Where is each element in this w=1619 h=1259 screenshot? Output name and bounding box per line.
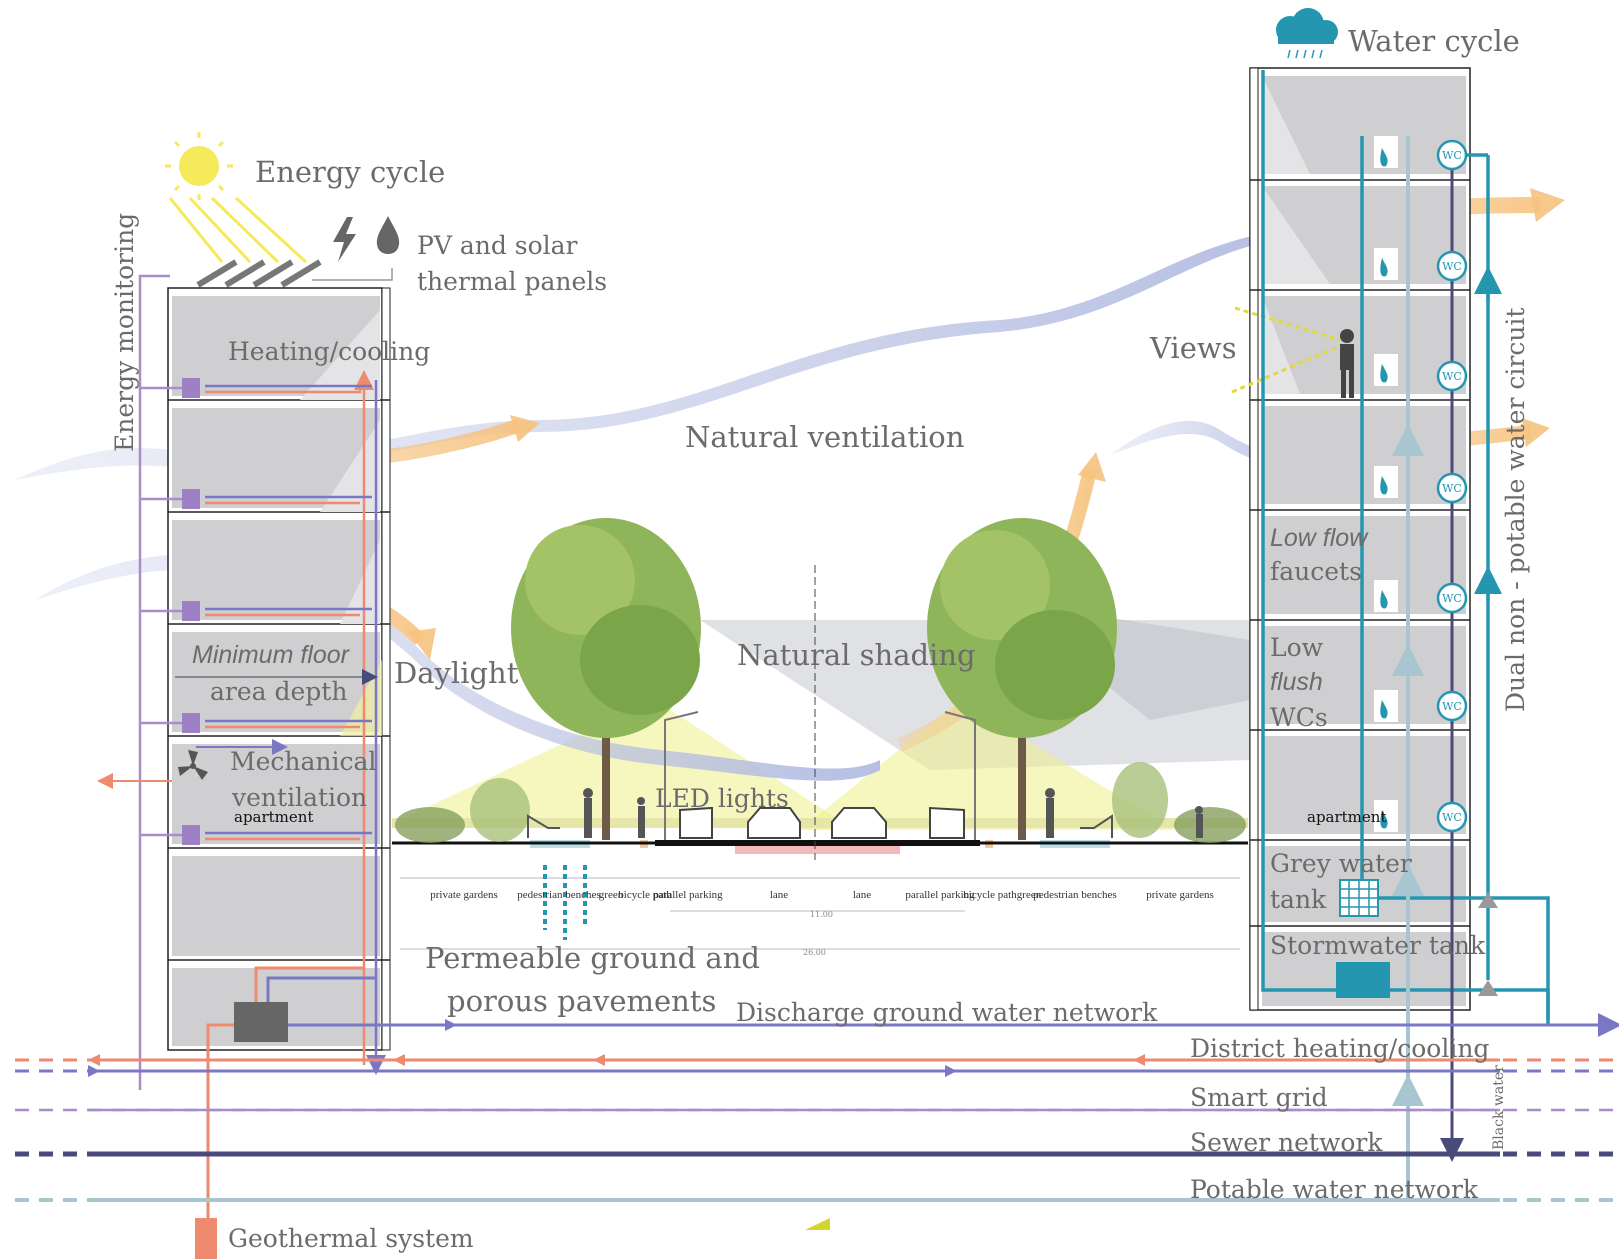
thermostat-units <box>182 378 200 845</box>
stormwater-tank-icon <box>1336 962 1390 998</box>
geothermal-pump <box>206 966 376 1235</box>
left-heating-loops <box>205 370 386 1075</box>
section-label: parallel parking <box>653 889 723 901</box>
sewer-network-label: Sewer network <box>1190 1128 1383 1157</box>
sun-icon <box>165 132 233 200</box>
street-section-labels: private gardens pedestrian benches green… <box>430 889 1214 901</box>
flow-direction-arrows <box>88 1019 1145 1230</box>
potable-network-label: Potable water network <box>1190 1175 1479 1204</box>
wc-label: WC <box>1442 592 1462 605</box>
trees <box>395 518 1246 843</box>
grey-water-tank-icon <box>1339 879 1379 917</box>
pv-panels <box>196 259 322 288</box>
section-label: pedestrian benches <box>517 889 600 901</box>
street-lamps <box>664 711 976 840</box>
section-label: pedestrian benches <box>1033 889 1116 901</box>
permeable-label-line2: porous pavements <box>447 984 716 1018</box>
wc-label: WC <box>1442 260 1462 273</box>
energy-monitoring-lines <box>138 274 190 1090</box>
wc-label: WC <box>1442 149 1462 162</box>
left-building <box>167 287 391 1051</box>
wc-labels: WC WC WC WC WC WC WC <box>1442 149 1462 824</box>
black-water-label: Black water <box>1491 1065 1507 1150</box>
natural-ventilation-label: Natural ventilation <box>685 420 964 454</box>
dimension-total: 26.00 <box>803 948 826 957</box>
section-label: bicycle path <box>618 889 672 901</box>
heating-cooling-label: Heating/cooling <box>228 337 430 366</box>
section-label: parallel parking <box>905 889 975 901</box>
natural-shading-label: Natural shading <box>737 638 976 672</box>
discharge-network-label: Discharge ground water network <box>736 998 1158 1027</box>
lightning-icon <box>333 217 356 262</box>
dual-circuit-label: Dual non - potable water circuit <box>1501 308 1530 712</box>
pv-panels-label-line1: PV and solar <box>417 231 578 260</box>
mech-vent-label-line1: Mechanical <box>230 747 376 776</box>
utility-networks <box>15 1013 1619 1202</box>
person-icon <box>1340 329 1354 398</box>
mech-vent-label-line2: ventilation <box>231 783 367 812</box>
wc-label: WC <box>1442 811 1462 824</box>
low-flow-label-line1: Low flow <box>1270 524 1369 552</box>
rain-cloud-icon <box>1276 8 1338 59</box>
daylight-label: Daylight <box>394 656 519 690</box>
led-lights-label: LED lights <box>655 784 789 813</box>
faucet-icons <box>1374 136 1398 832</box>
energy-cycle-title: Energy cycle <box>255 155 445 189</box>
left-apartment-label: apartment <box>234 808 313 826</box>
sun-rays <box>168 196 308 264</box>
street-section <box>392 565 1248 950</box>
water-pipes <box>1261 70 1550 1200</box>
permeable-label-line1: Permeable ground and <box>425 941 760 975</box>
benches <box>527 814 1113 838</box>
stormwater-tank-label: Stormwater tank <box>1270 931 1486 960</box>
water-cycle-title: Water cycle <box>1348 24 1520 58</box>
section-label: private gardens <box>430 889 498 901</box>
geothermal-label: Geothermal system <box>228 1224 474 1253</box>
min-floor-label-line1: Minimum floor <box>192 641 351 669</box>
wc-icons <box>1436 139 1468 833</box>
cars <box>679 806 965 839</box>
right-apartment-label: apartment <box>1307 808 1386 826</box>
right-building <box>1249 67 1471 1011</box>
energy-monitoring-label: Energy monitoring <box>110 213 139 452</box>
wc-label: WC <box>1442 482 1462 495</box>
valve-icons <box>1478 892 1498 996</box>
smart-grid-label: Smart grid <box>1190 1083 1328 1112</box>
geothermal-well <box>195 1218 217 1259</box>
pv-panels-label-line2: thermal panels <box>417 267 607 296</box>
mechanical-ventilation-arrows <box>97 739 288 789</box>
grey-tank-label-line1: Grey water <box>1270 849 1412 878</box>
water-drop-icon <box>376 216 400 254</box>
dimension-road: 11.00 <box>810 910 833 919</box>
low-flow-label-line2: faucets <box>1270 557 1362 586</box>
min-floor-label-line2: area depth <box>210 677 347 706</box>
district-heating-label: District heating/cooling <box>1190 1034 1489 1063</box>
low-flush-label-line1: Low <box>1270 633 1324 662</box>
fan-icon <box>178 750 208 780</box>
section-label: lane <box>853 889 871 901</box>
low-flush-label-line2: flush <box>1270 668 1323 696</box>
wc-label: WC <box>1442 700 1462 713</box>
view-lines <box>1231 306 1341 394</box>
section-label: private gardens <box>1146 889 1214 901</box>
low-flush-label-line3: WCs <box>1270 703 1328 732</box>
section-label: lane <box>770 889 788 901</box>
section-label: green <box>599 889 624 901</box>
views-label: Views <box>1149 331 1237 365</box>
grey-tank-label-line2: tank <box>1270 885 1327 914</box>
section-label: green <box>1017 889 1042 901</box>
wc-label: WC <box>1442 370 1462 383</box>
section-label: bicycle path <box>963 889 1017 901</box>
pedestrians <box>583 788 1203 838</box>
